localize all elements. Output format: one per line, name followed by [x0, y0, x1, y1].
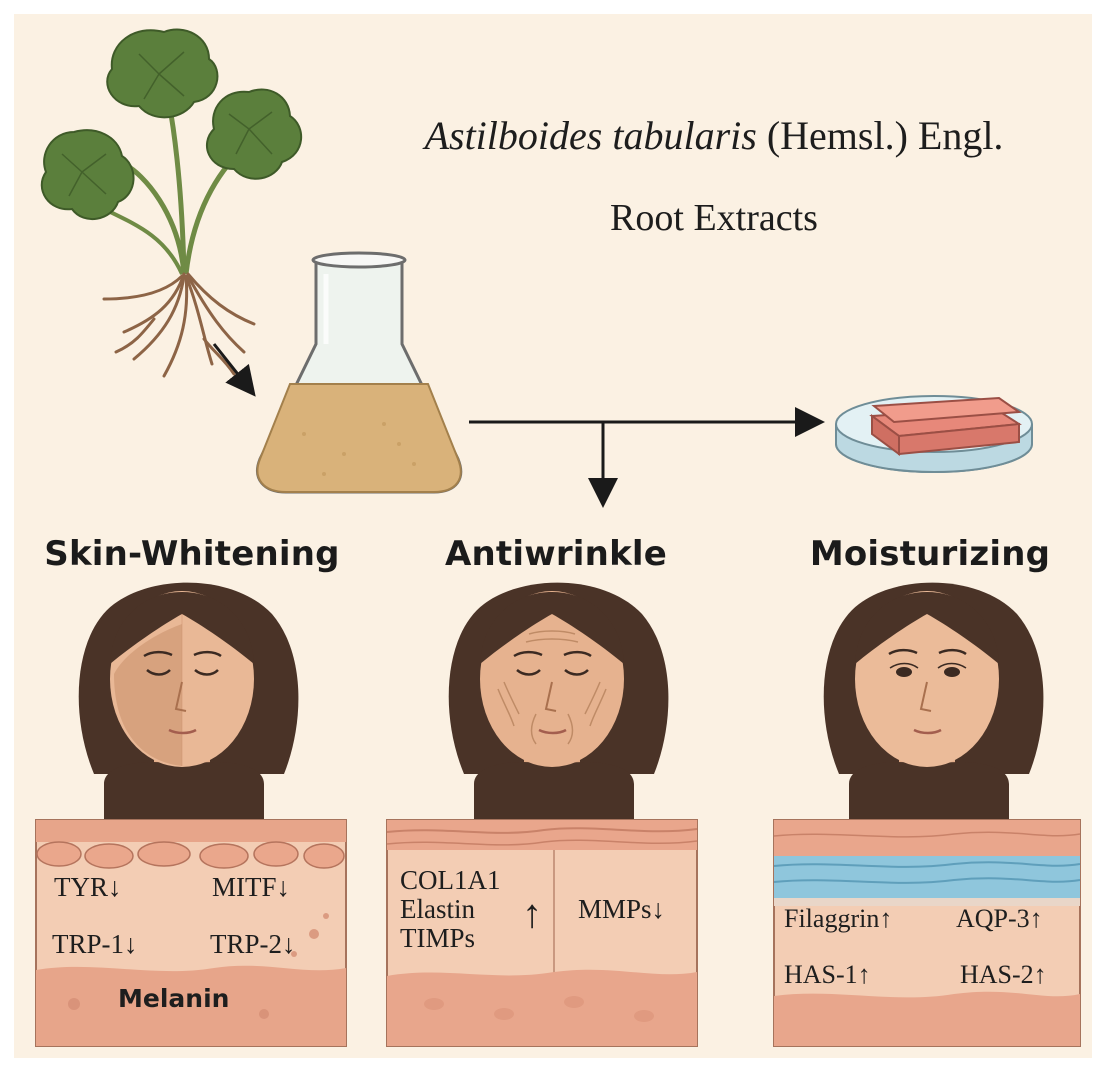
petri-dish-icon	[835, 395, 1033, 473]
arrow-plant-to-flask	[212, 343, 256, 397]
up-arrow-icon: ↑	[522, 891, 542, 936]
marker-filaggrin: Filaggrin↑	[784, 904, 893, 933]
marker-mmps: MMPs↓	[578, 894, 666, 924]
marker-has1: HAS-1↑	[784, 960, 871, 989]
marker-group-collagen: COL1A1 Elastin TIMPs	[400, 866, 501, 953]
figure-subtitle: Root Extracts	[610, 197, 818, 239]
species-name: Astilboides tabularis	[424, 113, 757, 158]
skin-panel-moisturizing	[773, 819, 1081, 1047]
flask-icon	[256, 251, 463, 494]
heading-moisturizing: Moisturizing	[809, 534, 1051, 574]
face-moisturizing	[823, 582, 1044, 824]
marker-timps: TIMPs	[400, 923, 476, 953]
species-authority: (Hemsl.) Engl.	[766, 113, 1004, 158]
marker-has2: HAS-2↑	[960, 960, 1047, 989]
illustration-layer	[35, 28, 1081, 1047]
marker-tyr: TYR↓	[54, 872, 122, 902]
marker-trp2: TRP-2↓	[210, 929, 296, 959]
face-antiwrinkle	[448, 582, 669, 824]
marker-mitf: MITF↓	[212, 872, 291, 902]
marker-trp1: TRP-1↓	[52, 929, 138, 959]
heading-skin-whitening: Skin-Whitening	[44, 534, 340, 574]
marker-col1a1: COL1A1	[400, 865, 501, 895]
marker-elastin: Elastin	[400, 894, 475, 924]
figure-canvas: Astilboides tabularis (Hemsl.) Engl. Roo…	[14, 14, 1092, 1058]
skin-panel-antiwrinkle	[386, 819, 698, 1047]
marker-aqp3: AQP-3↑	[956, 904, 1043, 933]
face-skin-whitening	[78, 582, 299, 824]
skin-panel-whitening	[35, 819, 347, 1047]
label-melanin: Melanin	[118, 984, 230, 1013]
figure-title: Astilboides tabularis (Hemsl.) Engl.	[344, 112, 1084, 159]
heading-antiwrinkle: Antiwrinkle	[445, 534, 667, 574]
plant-icon	[40, 28, 303, 378]
